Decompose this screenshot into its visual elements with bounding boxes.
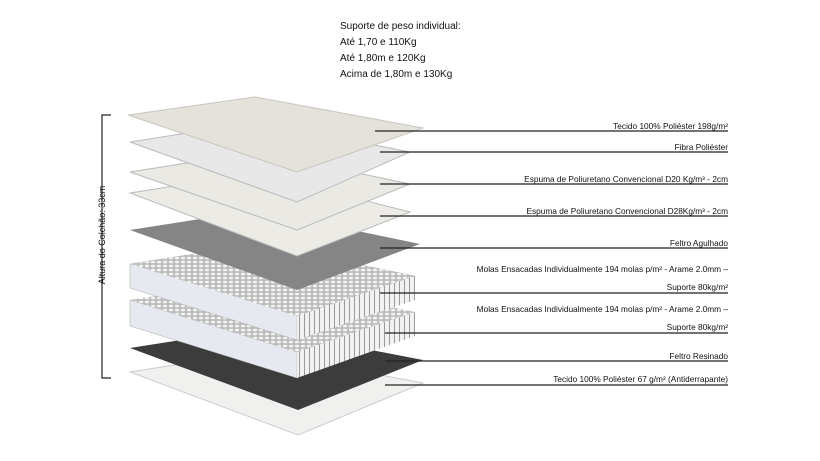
layer-label: Espuma de Poliuretano Convencional D28Kg… xyxy=(526,206,728,216)
layer-label-cont: Suporte 80kg/m² xyxy=(666,282,728,292)
spec-line: Até 1,80m e 120Kg xyxy=(340,53,426,64)
layer-label: Feltro Agulhado xyxy=(669,238,728,248)
weight-support-spec: Suporte de peso individual: Até 1,70 e 1… xyxy=(340,19,461,83)
layer-label: Tecido 100% Poliéster 67 g/m² (Antiderra… xyxy=(553,374,728,384)
layer-label: Molas Ensacadas Individualmente 194 mola… xyxy=(476,264,728,274)
layer-label: Tecido 100% Poliéster 198g/m² xyxy=(613,121,728,131)
height-bracket xyxy=(101,114,111,379)
mattress-height-label: Altura do Colchão: 33cm xyxy=(97,185,107,285)
leader-lines xyxy=(375,130,728,386)
spec-line: Acima de 1,80m e 130Kg xyxy=(340,69,453,80)
spec-title: Suporte de peso individual: xyxy=(340,21,461,32)
layer-label: Fibra Poliéster xyxy=(674,142,729,152)
spec-line: Até 1,70 e 110Kg xyxy=(340,37,417,48)
layer-top-fabric xyxy=(127,96,425,173)
layer-label: Espuma de Poliuretano Convencional D20 K… xyxy=(524,174,728,184)
layer-label: Feltro Resinado xyxy=(669,351,728,361)
layer-label-cont: Suporte 80kg/m² xyxy=(666,322,728,332)
layer-label: Molas Ensacadas Individualmente 194 mola… xyxy=(476,304,728,314)
